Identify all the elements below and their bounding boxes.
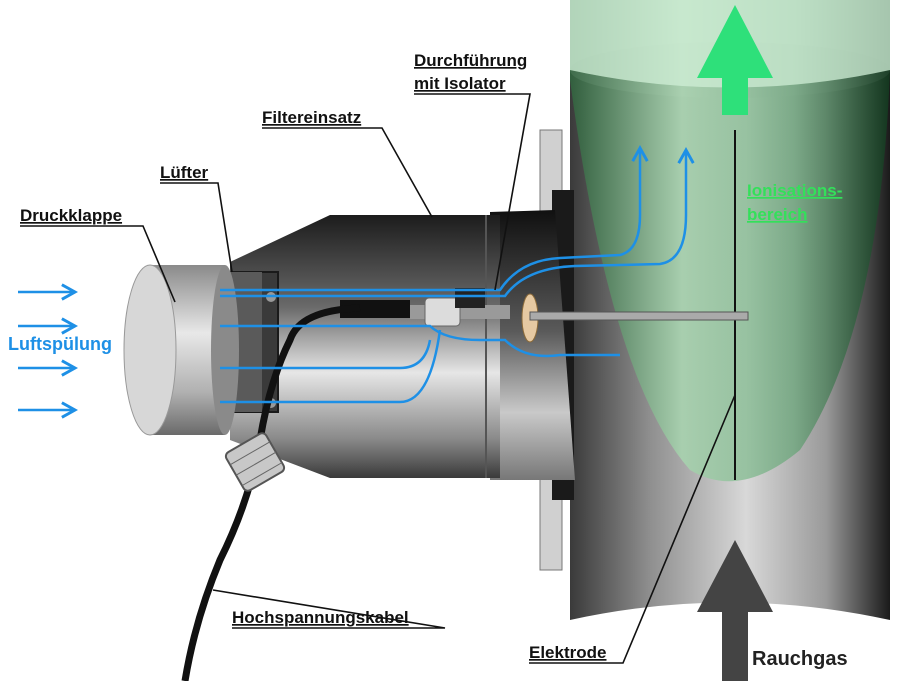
label-mit-isolator: mit Isolator xyxy=(414,74,506,93)
label-elektrode: Elektrode xyxy=(529,643,606,662)
label-durchfuehrung: Durchführung xyxy=(414,51,527,70)
insulator-assembly xyxy=(340,288,749,343)
label-druckklappe: Druckklappe xyxy=(20,206,122,225)
cable-gland xyxy=(224,432,286,492)
label-bereich: bereich xyxy=(747,205,807,224)
label-hochspannungskabel: Hochspannungskabel xyxy=(232,608,409,627)
label-luefter: Lüfter xyxy=(160,163,209,182)
airflow-lines xyxy=(18,148,686,410)
label-filtereinsatz: Filtereinsatz xyxy=(262,108,361,127)
flue-gas-arrow xyxy=(697,540,773,681)
labels: Druckklappe Lüfter Filtereinsatz Durchfü… xyxy=(8,51,848,670)
leader-lines xyxy=(20,93,736,664)
ionisation-arrow xyxy=(697,5,773,115)
label-ionisations: Ionisations- xyxy=(747,181,842,200)
label-luftspuelung: Luftspülung xyxy=(8,334,112,354)
pressure-flap xyxy=(123,264,239,436)
filter-housing xyxy=(230,215,500,478)
label-rauchgas: Rauchgas xyxy=(752,648,848,670)
